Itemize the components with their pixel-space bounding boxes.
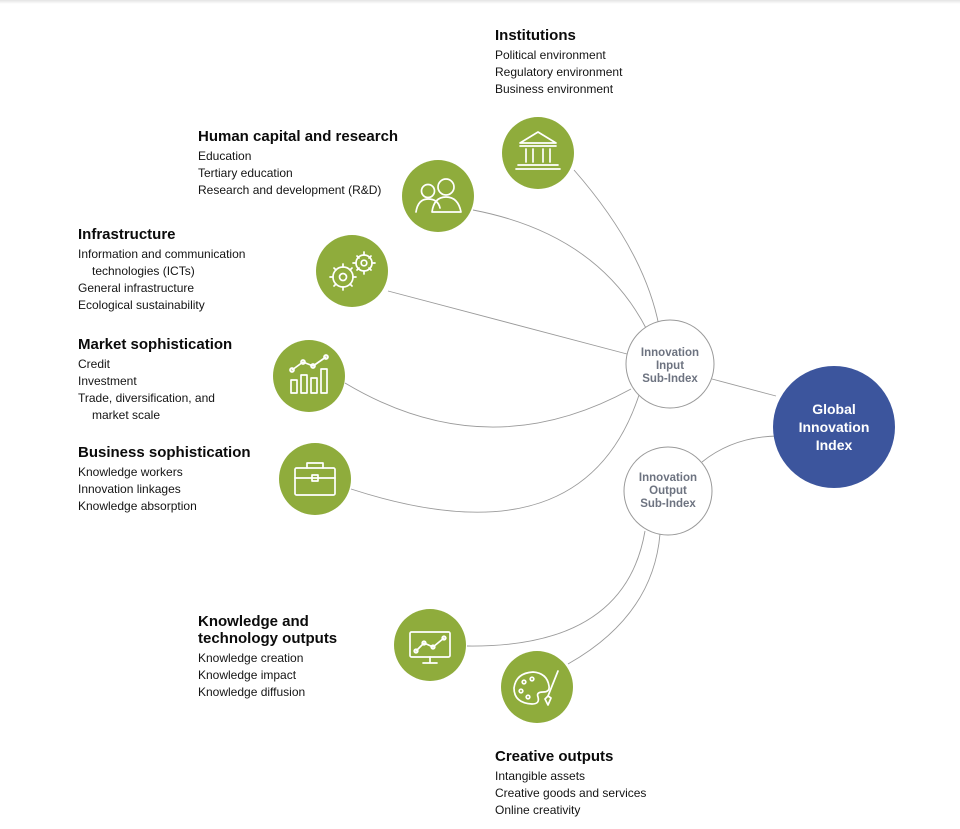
top-divider: [0, 0, 960, 4]
pillar-items: Knowledge workers Innovation linkages Kn…: [78, 464, 251, 515]
pillar-item: Credit: [78, 357, 111, 371]
global-innovation-index: Global Innovation Index: [773, 366, 895, 488]
pillar-item: Trade, diversification, and: [78, 391, 215, 405]
pillar-items: Intangible assets Creative goods and ser…: [495, 768, 646, 819]
connector-knowledge-outputs: [466, 530, 646, 647]
palette-brush-icon: [501, 651, 573, 723]
innovation-output-sub-index: Innovation Output Sub-Index: [623, 446, 713, 536]
pillar-knowledge-technology-outputs: Knowledge and technology outputs Knowled…: [198, 613, 337, 701]
input-sub-index-line-1: Innovation: [641, 347, 699, 359]
pillar-item: Education: [198, 149, 252, 163]
gii-line-3: Index: [816, 437, 853, 453]
pillar-title: Infrastructure: [78, 226, 176, 243]
people-icon: [402, 160, 474, 232]
pillar-items: Information and communication technologi…: [78, 246, 245, 314]
pillar-title-line-1: Knowledge and: [198, 613, 309, 630]
connector-infrastructure: [387, 290, 628, 355]
pillar-items: Knowledge creation Knowledge impact Know…: [198, 650, 337, 701]
monitor-chart-icon: [394, 609, 466, 681]
pillar-item: Knowledge creation: [198, 651, 304, 665]
pillar-item: Investment: [78, 374, 137, 388]
pillar-title: Human capital and research: [198, 128, 399, 145]
connector-creative-outputs: [567, 533, 661, 665]
pillar-item: Knowledge impact: [198, 668, 297, 682]
connector-input-gii: [711, 378, 777, 397]
pillar-item: Creative goods and services: [495, 786, 647, 800]
gii-line-2: Innovation: [799, 419, 870, 435]
pillar-item: General infrastructure: [78, 281, 195, 295]
input-sub-index-line-3: Sub-Index: [642, 373, 698, 385]
pillar-item: Information and communication: [78, 247, 246, 261]
pillar-item: Ecological sustainability: [78, 298, 205, 312]
connector-business: [350, 391, 641, 513]
pillar-institutions: Institutions Political environment Regul…: [495, 27, 622, 98]
gears-icon: [316, 235, 388, 307]
connectors: [344, 169, 778, 665]
output-sub-index-line-2: Output: [649, 485, 687, 497]
pillar-infrastructure: Infrastructure Information and communica…: [78, 226, 245, 314]
briefcase-icon: [279, 443, 351, 515]
pillar-item: Business environment: [495, 82, 614, 96]
pillar-items: Education Tertiary education Research an…: [198, 148, 398, 199]
pillar-item: Intangible assets: [495, 769, 586, 783]
pillar-creative-outputs: Creative outputs Intangible assets Creat…: [495, 748, 646, 819]
output-sub-index-line-1: Innovation: [639, 472, 697, 484]
pillar-title-line-2: technology outputs: [198, 630, 338, 647]
pillar-item: technologies (ICTs): [78, 263, 245, 280]
gii-line-1: Global: [812, 401, 856, 417]
connector-human-capital: [472, 209, 648, 331]
input-sub-index-line-2: Input: [656, 360, 684, 372]
pillar-title: Knowledge and technology outputs: [198, 613, 337, 647]
pillar-item-continuation: technologies (ICTs): [92, 264, 195, 278]
pillar-item: Research and development (R&D): [198, 183, 382, 197]
output-sub-index-line-3: Sub-Index: [640, 498, 696, 510]
pillar-title: Institutions: [495, 27, 576, 44]
pillar-item: Knowledge absorption: [78, 499, 197, 513]
pillar-business-sophistication: Business sophistication Knowledge worker…: [78, 444, 251, 515]
pillar-item: Political environment: [495, 48, 606, 62]
pillar-item-continuation: market scale: [92, 408, 161, 422]
pillar-title: Market sophistication: [78, 336, 233, 353]
pillar-item: Tertiary education: [198, 166, 293, 180]
pillar-market-sophistication: Market sophistication Credit Investment …: [78, 336, 232, 424]
pillar-title: Business sophistication: [78, 444, 251, 461]
pillar-items: Credit Investment Trade, diversification…: [78, 356, 232, 424]
pillar-human-capital: Human capital and research Education Ter…: [198, 128, 398, 199]
institution-building-icon: [502, 117, 574, 189]
connector-market: [344, 382, 632, 428]
pillar-title: Creative outputs: [495, 748, 614, 765]
pillar-item: Knowledge workers: [78, 465, 183, 479]
innovation-input-sub-index: Innovation Input Sub-Index: [625, 319, 715, 409]
connector-output-gii: [701, 435, 778, 463]
pillar-item: Regulatory environment: [495, 65, 623, 79]
bar-chart-trend-icon: [273, 340, 345, 412]
pillar-item: Innovation linkages: [78, 482, 181, 496]
connector-institutions: [573, 169, 660, 327]
pillar-item: Online creativity: [495, 803, 581, 817]
pillar-item: Knowledge diffusion: [198, 685, 306, 699]
pillar-item: market scale: [78, 407, 232, 424]
pillar-items: Political environment Regulatory environ…: [495, 47, 622, 98]
